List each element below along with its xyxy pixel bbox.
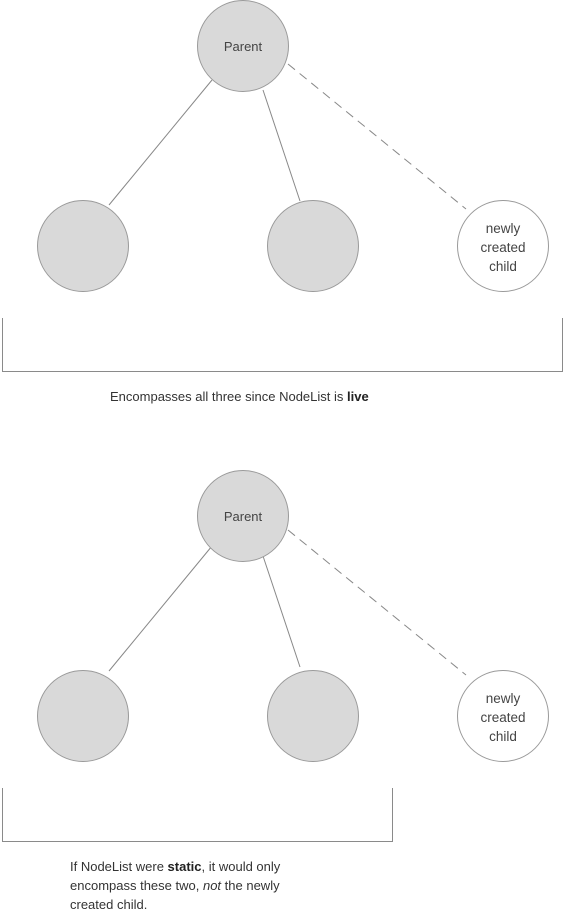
caption-emphasis-not: not xyxy=(202,878,222,893)
tree-edges xyxy=(108,529,467,676)
tree-edges xyxy=(108,63,467,210)
edge-parent-child-2 xyxy=(262,555,301,668)
static-caption: If NodeList were static, it would only e… xyxy=(70,857,320,914)
existing-child-node-1 xyxy=(37,200,129,292)
parent-node: Parent xyxy=(197,0,289,92)
edge-parent-child-1 xyxy=(108,79,213,206)
existing-child-node-1 xyxy=(37,670,129,762)
edge-parent-new-child-dashed xyxy=(287,529,467,676)
caption-text: Encompasses all three since NodeList is xyxy=(110,389,348,404)
edge-parent-child-1 xyxy=(108,545,213,672)
caption-emphasis-live: live xyxy=(347,389,369,404)
parent-label: Parent xyxy=(223,38,263,54)
caption-text-1: If NodeList were xyxy=(70,859,168,874)
caption-text-3: the newly created child. xyxy=(70,878,280,912)
existing-child-node-2 xyxy=(267,670,359,762)
parent-label: Parent xyxy=(223,508,263,524)
scope-bracket-first-two xyxy=(2,788,393,842)
edge-parent-child-2 xyxy=(262,89,301,202)
scope-bracket-all-three xyxy=(2,318,563,372)
live-caption: Encompasses all three since NodeList is … xyxy=(110,387,540,406)
caption-text-2: , it would only encompass these two, xyxy=(70,859,281,893)
caption-emphasis-static: static xyxy=(167,859,202,874)
existing-child-node-2 xyxy=(267,200,359,292)
parent-node: Parent xyxy=(197,470,289,562)
edge-parent-new-child-dashed xyxy=(287,63,467,210)
